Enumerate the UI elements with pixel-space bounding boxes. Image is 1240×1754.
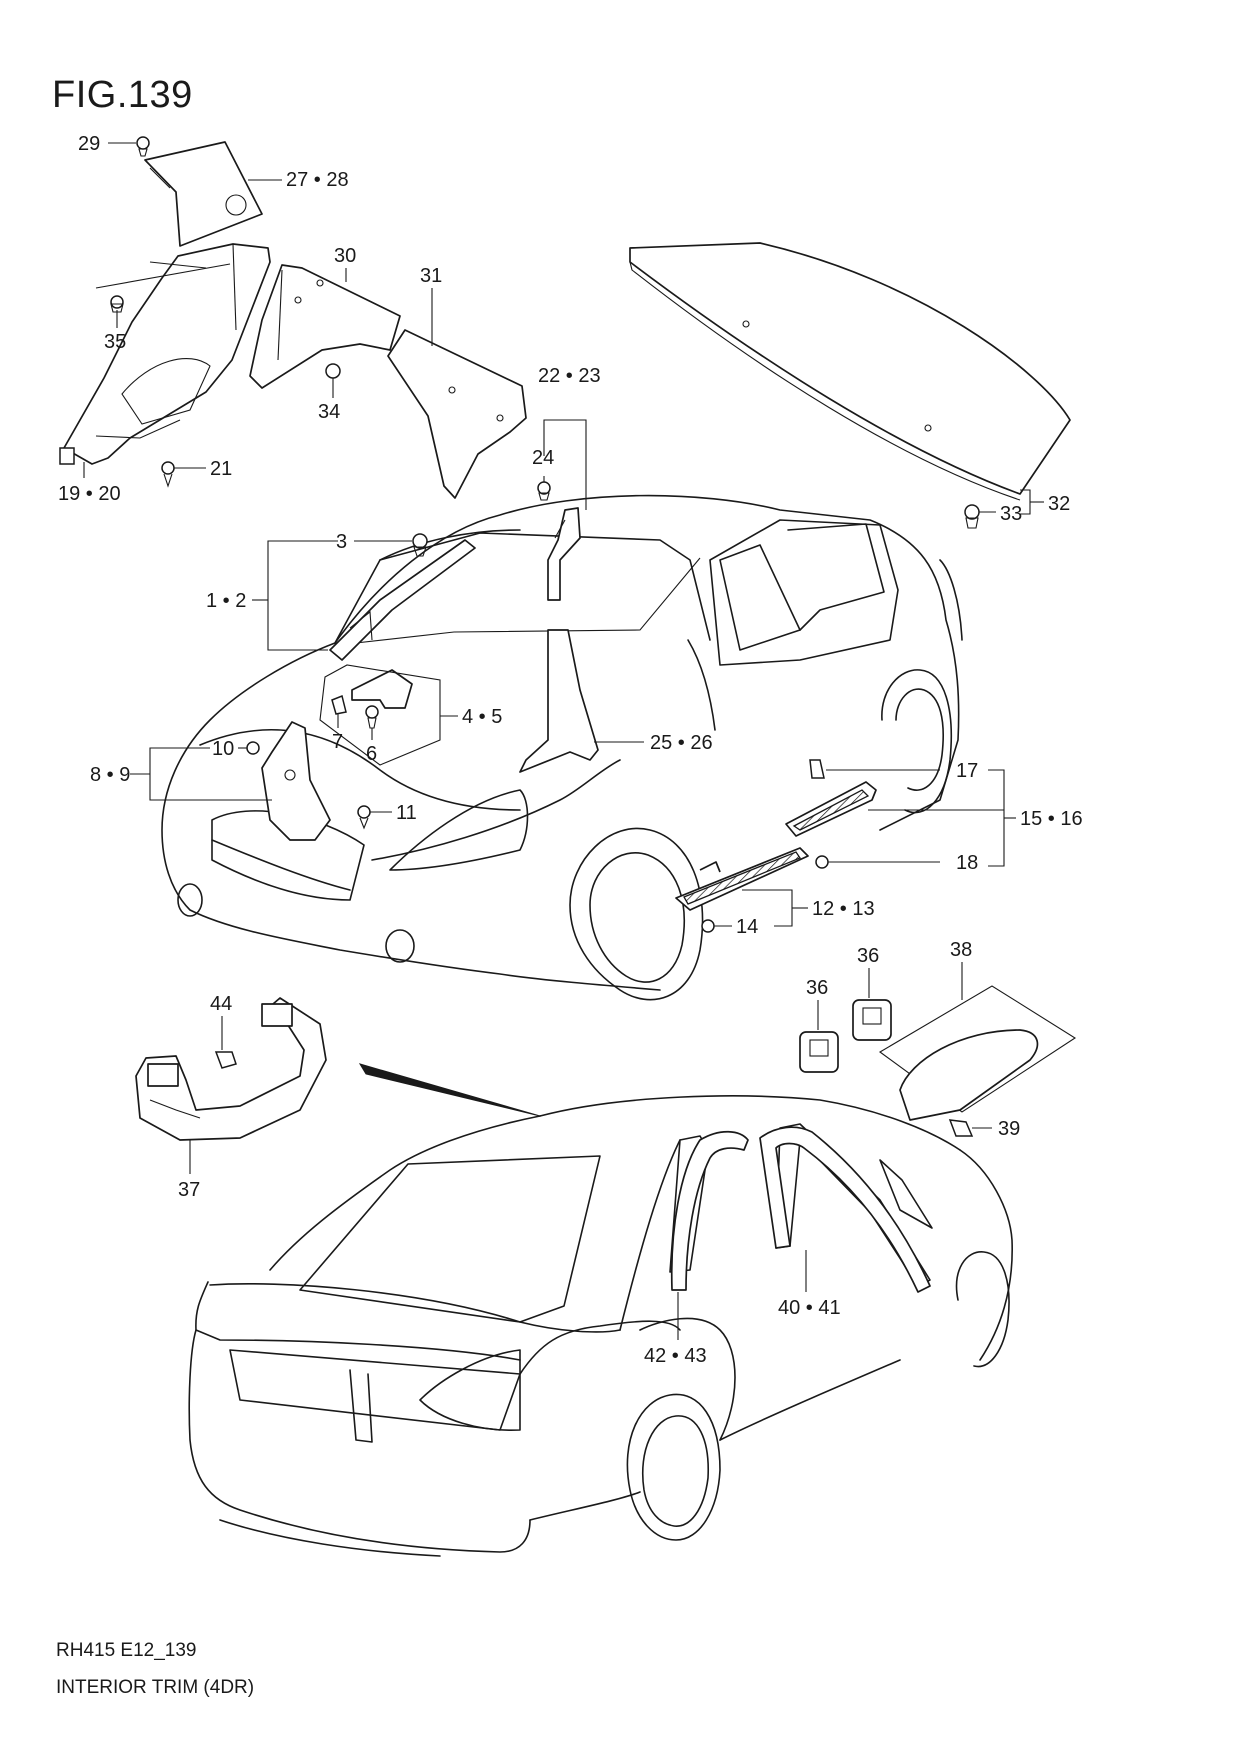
- leader-lines: [83, 142, 1044, 1340]
- callout-36-right: 36: [857, 945, 879, 967]
- figure-title: FIG.139: [52, 74, 193, 116]
- lamp-36-right-part: [852, 999, 892, 1041]
- scuff-plate-rear-part: [785, 781, 877, 837]
- grab-handle-part: [135, 997, 327, 1141]
- clip-6-icon: [365, 705, 379, 729]
- clip-18-icon: [815, 855, 829, 869]
- callout-labels: 29 27 • 28 30 31 35 34 21 19 • 20 22 • 2…: [58, 133, 1083, 1367]
- callout-11: 11: [396, 802, 417, 824]
- clip-44-icon: [214, 1051, 237, 1069]
- lamp-36-left-part: [799, 1031, 839, 1073]
- clip-7-icon: [331, 694, 347, 715]
- callout-14: 14: [736, 916, 758, 938]
- pillar-trim-1-part: [329, 539, 476, 661]
- clip-35-icon: [110, 295, 124, 313]
- callout-38: 38: [950, 939, 972, 961]
- callout-6: 6: [366, 743, 377, 765]
- clip-19-icon: [59, 447, 75, 465]
- trim-panel-31-part: [387, 329, 527, 499]
- clip-11-icon: [357, 805, 371, 830]
- quarter-trim-upper-part: [144, 141, 263, 247]
- callout-7: 7: [332, 731, 343, 753]
- callout-4-5: 4 • 5: [462, 706, 502, 728]
- quarter-trim-panel-part: [63, 243, 271, 465]
- clip-29-icon: [136, 136, 150, 157]
- pointer-wedge-shape: [358, 1063, 541, 1117]
- clip-3-icon: [412, 533, 428, 557]
- rear-car-body: [188, 1095, 1013, 1557]
- callout-33: 33: [1000, 503, 1022, 525]
- clip-33-icon: [964, 504, 980, 529]
- callout-3: 3: [336, 531, 347, 553]
- callout-25-26: 25 • 26: [650, 732, 713, 754]
- callout-18: 18: [956, 852, 978, 874]
- callout-29: 29: [78, 133, 100, 155]
- callout-21: 21: [210, 458, 232, 480]
- diagram-code: RH415 E12_139: [56, 1640, 197, 1661]
- callout-40-41: 40 • 41: [778, 1297, 841, 1319]
- callout-12-13: 12 • 13: [812, 898, 875, 920]
- callout-19-20: 19 • 20: [58, 483, 121, 505]
- b-pillar-trim-part: [519, 507, 599, 773]
- door-weatherstrip-front-part: [759, 1126, 931, 1293]
- callout-17: 17: [956, 760, 978, 782]
- clip-21-icon: [161, 461, 175, 488]
- package-tray-part: [629, 242, 1071, 501]
- callout-34: 34: [318, 401, 340, 423]
- callout-27-28: 27 • 28: [286, 169, 349, 191]
- trim-panel-30-part: [249, 264, 401, 389]
- scuff-plate-front-part: [675, 847, 809, 911]
- clip-10-icon: [246, 741, 260, 755]
- front-car-body: [161, 494, 963, 1001]
- callout-15-16: 15 • 16: [1020, 808, 1083, 830]
- bracket-4-part: [319, 664, 441, 766]
- callout-31: 31: [420, 265, 442, 287]
- callout-24: 24: [532, 447, 554, 469]
- dash-side-trim-part: [261, 721, 331, 841]
- callout-37: 37: [178, 1179, 200, 1201]
- clip-34-icon: [325, 363, 341, 379]
- callout-35: 35: [104, 331, 126, 353]
- callout-32: 32: [1048, 493, 1070, 515]
- callout-44: 44: [210, 993, 232, 1015]
- callout-1-2: 1 • 2: [206, 590, 246, 612]
- diagram-caption: INTERIOR TRIM (4DR): [56, 1677, 255, 1698]
- callout-30: 30: [334, 245, 356, 267]
- callout-8-9: 8 • 9: [90, 764, 130, 786]
- clip-24-icon: [537, 481, 551, 501]
- callout-39: 39: [998, 1118, 1020, 1140]
- callout-36-left: 36: [806, 977, 828, 999]
- clip-39-icon: [948, 1119, 974, 1137]
- callout-42-43: 42 • 43: [644, 1345, 707, 1367]
- callout-22-23: 22 • 23: [538, 365, 601, 387]
- clip-14-icon: [701, 919, 715, 933]
- door-weatherstrip-rear-part: [670, 1130, 749, 1291]
- clip-17-icon: [809, 759, 825, 779]
- dome-lamp-38-part: [879, 985, 1077, 1121]
- callout-10: 10: [212, 738, 234, 760]
